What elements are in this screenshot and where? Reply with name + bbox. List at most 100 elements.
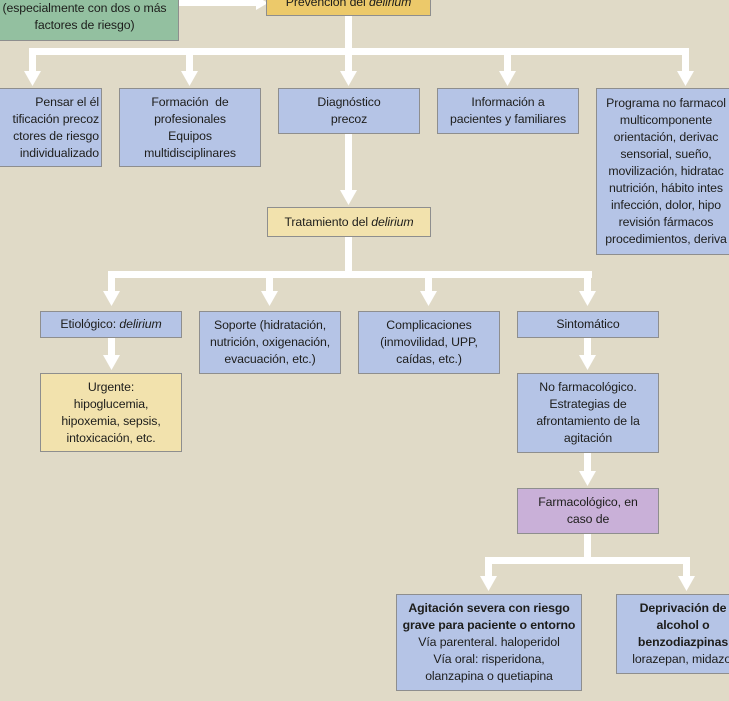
box-line: Soporte (hidratación, <box>213 318 327 332</box>
deprivacion-text: Deprivación de alcohol o benzodiazpinas … <box>620 600 729 668</box>
box-line: olanzapina o quetiapina <box>425 669 553 683</box>
box-line: pacientes y familiares <box>449 112 567 126</box>
box-line: afrontamiento de la <box>536 414 640 428</box>
arrow-head <box>181 71 198 86</box>
connector-line <box>425 271 432 294</box>
box-line: lorazepan, midazol <box>632 652 729 666</box>
connector-line <box>584 271 591 294</box>
risk-note-line: (especialmente con dos o más <box>2 0 167 15</box>
box-formacion: Formación de profesionales Equipos multi… <box>119 88 261 167</box>
box-line: multicomponente <box>619 113 713 127</box>
connector-line <box>345 48 352 74</box>
box-line: evacuación, etc.) <box>224 352 316 366</box>
box-line: hipoglucemia, <box>73 396 149 411</box>
box-line: No farmacológico. <box>539 380 637 394</box>
connector-line <box>584 533 591 563</box>
treatment-title: Tratamiento del delirium <box>284 214 414 229</box>
box-line: Estrategias de <box>549 397 627 411</box>
arrow-head <box>678 576 695 591</box>
box-line: procedimientos, deriva <box>605 232 727 246</box>
connector-line <box>584 452 591 473</box>
box-line: intoxicación, etc. <box>66 430 156 445</box>
box-line: infección, dolor, hipo <box>611 198 721 212</box>
box-line: Información a <box>471 95 545 109</box>
connector-line <box>504 48 511 74</box>
risk-note-box: (especialmente con dos o más factores de… <box>0 0 179 41</box>
arrow-head <box>340 71 357 86</box>
arrow-head <box>261 291 278 306</box>
box-etiologico: Etiológico: delirium <box>40 311 182 338</box>
box-agitacion: Agitación severa con riesgo grave para p… <box>396 594 582 691</box>
etiologico-title: Etiológico: delirium <box>60 317 162 331</box>
arrow-head <box>480 576 497 591</box>
box-line: Urgente: <box>87 379 135 394</box>
connector-line <box>266 271 273 294</box>
connector-line <box>345 237 352 277</box>
box-line: revisión fármacos <box>618 215 714 229</box>
arrow-head <box>579 471 596 486</box>
box-informacion: Información a pacientes y familiares <box>437 88 579 134</box>
connector-line <box>345 16 352 54</box>
arrow-head <box>420 291 437 306</box>
connector-line <box>108 338 115 358</box>
box-line: multidisciplinares <box>144 145 236 160</box>
box-line: individualizado <box>19 145 99 160</box>
arrow-head <box>103 355 120 370</box>
box-farmacologico: Farmacológico, en caso de <box>517 488 659 534</box>
box-line: Sintomático <box>556 317 620 331</box>
box-line-bold: alcohol o <box>656 618 710 632</box>
arrow-head <box>24 71 41 86</box>
box-line: nutrición, oxigenación, <box>209 335 331 349</box>
box-no-farmacologico: No farmacológico. Estrategias de afronta… <box>517 373 659 453</box>
box-line: Formación de <box>151 94 229 109</box>
box-line-bold: Deprivación de <box>639 601 727 615</box>
box-line: caso de <box>566 512 610 526</box>
connector-line <box>29 48 36 74</box>
connector-line <box>682 48 689 74</box>
prevention-box: Prevención del delirium <box>266 0 431 16</box>
connector-line <box>345 133 352 192</box>
box-line: Vía oral: risperidona, <box>433 652 545 666</box>
box-line: precoz <box>330 112 368 126</box>
box-line: profesionales <box>154 111 226 126</box>
box-complicaciones: Complicaciones (inmovilidad, UPP, caídas… <box>358 311 500 374</box>
box-line: ctores de riesgo <box>13 128 99 143</box>
connector-line <box>178 0 260 6</box>
connector-line <box>683 557 690 578</box>
connector-line <box>186 48 193 74</box>
box-soporte: Soporte (hidratación, nutrición, oxigena… <box>199 311 341 374</box>
box-line: (inmovilidad, UPP, <box>380 335 478 349</box>
box-line: orientación, derivac <box>613 130 719 144</box>
box-line: Programa no farmacol <box>606 96 726 110</box>
box-line: Diagnóstico <box>317 95 381 109</box>
connector-line <box>485 557 690 564</box>
box-line-bold: benzodiazpinas <box>637 635 729 649</box>
box-line: Farmacológico, en <box>538 495 638 509</box>
box-line: tificación precoz <box>12 111 100 126</box>
box-line: Pensar el él <box>35 94 99 109</box>
box-line: caídas, etc.) <box>396 352 462 366</box>
arrow-head <box>677 71 694 86</box>
box-line: Vía parenteral. haloperidol <box>418 635 560 649</box>
box-diagnostico: Diagnóstico precoz <box>278 88 420 134</box>
box-line-bold: grave para paciente o entorno <box>402 618 576 632</box>
box-line: hipoxemia, sepsis, <box>61 413 161 428</box>
box-programa: Programa no farmacol multicomponente ori… <box>596 88 729 255</box>
box-line: Complicaciones <box>386 318 472 332</box>
box-pensar: Pensar el él tificación precoz ctores de… <box>0 88 102 167</box>
connector-line <box>485 557 492 578</box>
treatment-box: Tratamiento del delirium <box>267 207 431 237</box>
box-line: movilización, hidratac <box>608 164 724 178</box>
connector-line <box>108 271 592 278</box>
box-sintomatico: Sintomático <box>517 311 659 338</box>
box-line: sensorial, sueño, <box>620 147 712 161</box>
box-deprivacion: Deprivación de alcohol o benzodiazpinas … <box>616 594 729 674</box>
risk-note-line: factores de riesgo) <box>34 17 135 32</box>
box-line-bold: Agitación severa con riesgo <box>408 601 570 615</box>
arrow-head <box>579 291 596 306</box>
arrow-head <box>103 291 120 306</box>
connector-line <box>584 338 591 358</box>
box-line: nutrición, hábito intes <box>609 181 723 195</box>
box-urgente: Urgente: hipoglucemia, hipoxemia, sepsis… <box>40 373 182 452</box>
